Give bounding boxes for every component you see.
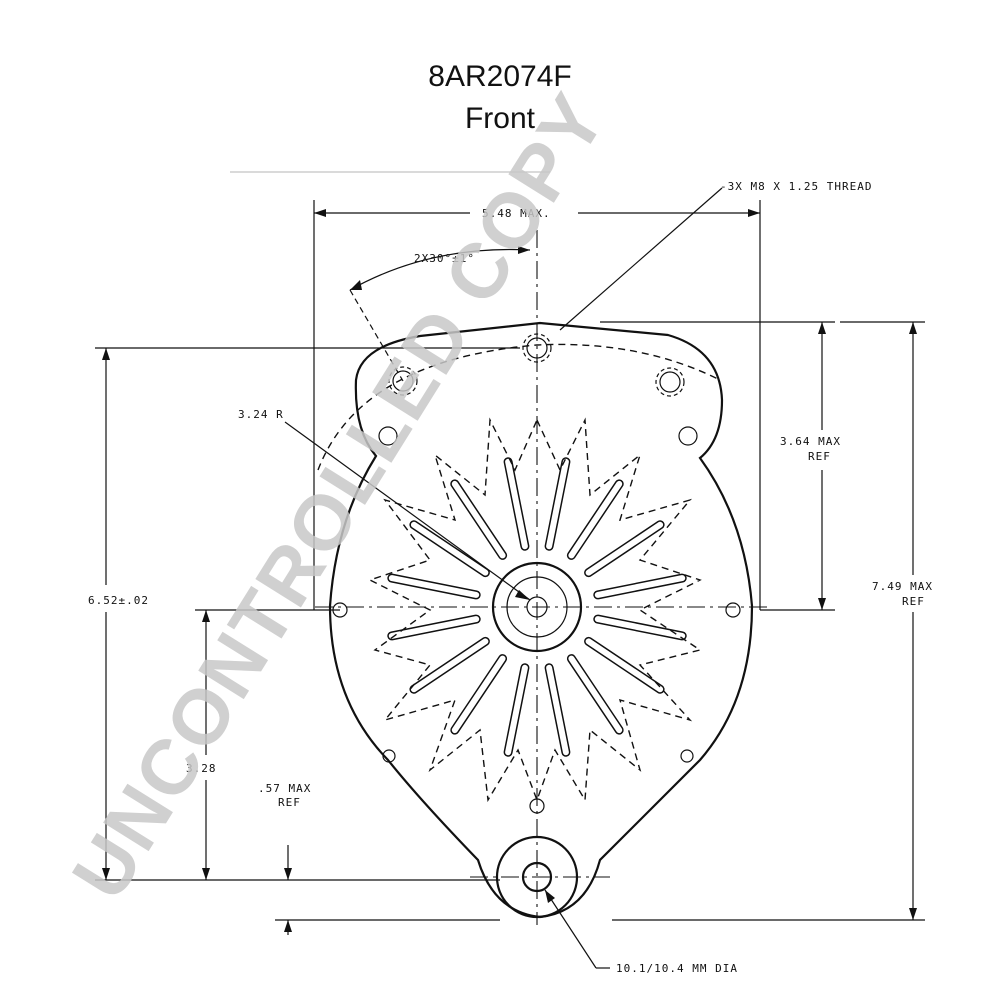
- thread-callout: -3X M8 X 1.25 THREAD: [720, 180, 872, 193]
- lower-height-arrow-top: [202, 610, 210, 622]
- mount-hole-right: [659, 371, 681, 393]
- lower-height-arrow-bottom: [202, 868, 210, 880]
- overall-height-label: 7.49 MAX: [872, 580, 933, 593]
- thread-leader: [559, 187, 723, 331]
- side-notch-right: [678, 426, 698, 446]
- vane-slot-opening: [410, 638, 489, 693]
- bore-leader: [544, 889, 597, 969]
- overall-height-ref: REF: [902, 595, 925, 608]
- vane-slot-opening: [546, 458, 569, 550]
- mount-height-arrow-bottom: [102, 868, 110, 880]
- offset-label: .57 MAX: [258, 782, 311, 795]
- angle-arrow-left: [350, 280, 362, 290]
- vane-slot-opening: [451, 655, 506, 734]
- angle-label: 2X30°±1°: [414, 252, 475, 265]
- vane-slot-opening: [410, 521, 489, 576]
- lower-height-label: 3.28: [186, 762, 217, 775]
- cooling-vanes: [387, 457, 687, 757]
- mount-hole-left: [392, 370, 414, 392]
- vane-slot-opening: [568, 655, 623, 734]
- upper-height-label: 3.64 MAX: [780, 435, 841, 448]
- upper-height-ref: REF: [808, 450, 831, 463]
- vane-slot-opening: [594, 616, 686, 639]
- lower-hole-left: [382, 749, 396, 763]
- radius-label: 3.24 R: [238, 408, 284, 421]
- mount-height-arrow-top: [102, 348, 110, 360]
- side-notch-left: [378, 426, 398, 446]
- offset-ref: REF: [278, 796, 301, 809]
- rotor-finger-outline: [368, 417, 702, 803]
- vane-slot-opening: [585, 638, 664, 693]
- vane-slot-opening: [451, 480, 506, 559]
- vane-slot-opening: [388, 616, 480, 639]
- width-arrow-left: [314, 209, 326, 217]
- side-hole-right: [725, 602, 741, 618]
- mount-hole-left-clearance: [388, 366, 418, 396]
- vane-slot-opening: [594, 575, 686, 598]
- vane-slot-opening: [388, 575, 480, 598]
- radius-arrow: [515, 590, 530, 600]
- angle-arrow-right: [518, 246, 530, 254]
- vane-slot-opening: [505, 664, 528, 756]
- housing-outline: [328, 321, 754, 919]
- vane-slot-opening: [585, 521, 664, 576]
- offset-arrow-top: [284, 868, 292, 880]
- offset-arrow-bottom: [284, 920, 292, 932]
- mount-height-label: 6.52±.02: [88, 594, 149, 607]
- angle-arc: [349, 248, 531, 291]
- drawing-view-label: Front: [464, 102, 536, 135]
- bolt-circle-arc: [317, 343, 721, 471]
- drawing-title: 8AR2074F: [428, 60, 572, 93]
- uncontrolled-copy-watermark: UNCONTROLLED COPY: [55, 78, 623, 914]
- mount-hole-right-clearance: [655, 367, 685, 397]
- upper-height-arrow-bottom: [818, 598, 826, 610]
- overall-height-arrow-top: [909, 322, 917, 334]
- vane-slot-opening: [505, 458, 528, 550]
- radius-leader: [284, 421, 531, 601]
- width-arrow-right: [748, 209, 760, 217]
- vane-slot-opening: [568, 480, 623, 559]
- lower-hole-right: [680, 749, 694, 763]
- vane-slot-opening: [546, 664, 569, 756]
- overall-height-arrow-bottom: [909, 908, 917, 920]
- upper-height-arrow-top: [818, 322, 826, 334]
- angle-ref-line: [349, 289, 404, 382]
- bore-arrow: [545, 890, 555, 903]
- overall-width-label: 5.48 MAX.: [482, 207, 551, 220]
- bore-dia-label: 10.1/10.4 MM DIA: [616, 962, 738, 975]
